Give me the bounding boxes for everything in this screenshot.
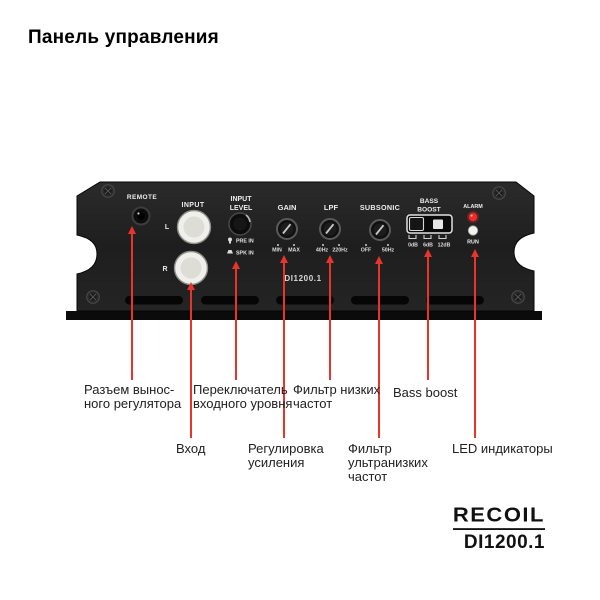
vent-slot xyxy=(125,296,183,305)
bass-boost-label-2: BOOST xyxy=(417,207,440,214)
input-level-label-1: INPUT xyxy=(231,196,253,203)
vent-slot xyxy=(201,296,259,305)
run-label: RUN xyxy=(467,240,479,246)
arrow-lpf xyxy=(326,255,334,380)
bass-step-0-label: 0dB xyxy=(408,243,418,249)
callout-leds: LED индикаторы xyxy=(452,442,553,456)
screw-top-right-icon xyxy=(492,186,506,200)
pre-in-label: PRE IN xyxy=(236,239,254,245)
remote-label: REMOTE xyxy=(127,194,157,201)
subsonic-label: SUBSONIC xyxy=(360,203,400,212)
page-title: Панель управления xyxy=(28,27,219,48)
arrow-subsonic xyxy=(375,256,383,438)
callout-line: частот xyxy=(293,396,333,411)
callout-line: Регулировка xyxy=(248,441,324,456)
callout-line: ультранизких xyxy=(348,455,428,470)
arrow-gain xyxy=(280,255,288,438)
callout-line: Разъем вынос- xyxy=(84,382,175,397)
rca-plug-icon xyxy=(228,237,232,244)
input-level-label-2: LEVEL xyxy=(230,205,253,212)
lpf-max-label: 220Hz xyxy=(332,248,348,254)
callout-line: Фильтр xyxy=(348,441,392,456)
gain-label: GAIN xyxy=(278,203,297,212)
alarm-label: ALARM xyxy=(463,204,483,210)
remote-jack[interactable] xyxy=(131,206,151,226)
input-l-label: L xyxy=(165,224,170,231)
lpf-knob[interactable] xyxy=(319,218,341,240)
callout-line: Фильтр низких xyxy=(293,382,381,397)
bass-step-2-label: 12dB xyxy=(438,243,451,249)
screw-top-left-icon xyxy=(101,184,115,198)
vent-slot xyxy=(351,296,409,305)
speaker-icon xyxy=(227,250,233,254)
gain-knob[interactable] xyxy=(276,218,298,240)
alarm-led xyxy=(467,211,479,223)
callout-remote: Разъем вынос- ного регулятора xyxy=(84,383,181,411)
input-label: INPUT xyxy=(182,202,205,209)
bass-boost-label-1: BASS xyxy=(420,198,439,205)
brand-logo: RECOIL xyxy=(452,503,545,530)
callout-input-level: Переключатель входного уровня xyxy=(193,383,292,411)
amplifier-panel-image: REMOTE INPUT L R INPUT LEVEL P xyxy=(66,181,542,320)
brand-block: RECOIL DI1200.1 xyxy=(452,501,545,554)
callout-line: Вход xyxy=(176,441,206,456)
callout-line: Переключатель xyxy=(193,382,288,397)
callout-line: входного уровня xyxy=(193,396,293,411)
arrow-bass-boost xyxy=(424,249,432,380)
bass-step-1-label: 6dB xyxy=(423,243,433,249)
callout-bass-boost: Bass boost xyxy=(393,386,457,400)
subsonic-knob[interactable] xyxy=(369,219,391,241)
callout-line: частот xyxy=(348,469,388,484)
input-level-knob[interactable] xyxy=(228,212,252,236)
callout-line: ного регулятора xyxy=(84,396,182,411)
arrow-remote xyxy=(128,226,136,380)
callout-input: Вход xyxy=(176,442,205,456)
arrow-input-level xyxy=(232,261,240,380)
callout-line: LED индикаторы xyxy=(452,441,553,456)
arrow-input xyxy=(187,282,195,438)
gain-max-label: MAX xyxy=(288,248,300,254)
input-r-jack[interactable] xyxy=(173,250,209,286)
input-l-jack[interactable] xyxy=(176,209,212,245)
gain-min-label: MIN xyxy=(272,248,282,254)
lpf-min-label: 40Hz xyxy=(316,248,329,254)
arrow-leds xyxy=(471,249,479,438)
chassis-base xyxy=(66,311,542,320)
run-led xyxy=(467,225,479,236)
spk-in-label: SPK IN xyxy=(236,251,254,257)
input-r-label: R xyxy=(162,266,167,273)
callout-line: усиления xyxy=(248,455,305,470)
brand-model: DI1200.1 xyxy=(463,532,545,553)
callout-lpf: Фильтр низких частот xyxy=(293,383,380,411)
screw-bottom-right-icon xyxy=(511,290,525,304)
callout-subsonic: Фильтр ультранизких частот xyxy=(348,442,428,484)
callout-line: Bass boost xyxy=(393,385,458,400)
bass-boost-switch[interactable] xyxy=(406,214,453,240)
face-plate xyxy=(76,181,535,312)
panel-model-label: DI1200.1 xyxy=(284,274,321,283)
subsonic-min-label: OFF xyxy=(361,248,372,254)
lpf-label: LPF xyxy=(324,203,339,212)
callout-gain: Регулировка усиления xyxy=(248,442,324,470)
subsonic-max-label: 50Hz xyxy=(382,248,395,254)
screw-bottom-left-icon xyxy=(86,290,100,304)
